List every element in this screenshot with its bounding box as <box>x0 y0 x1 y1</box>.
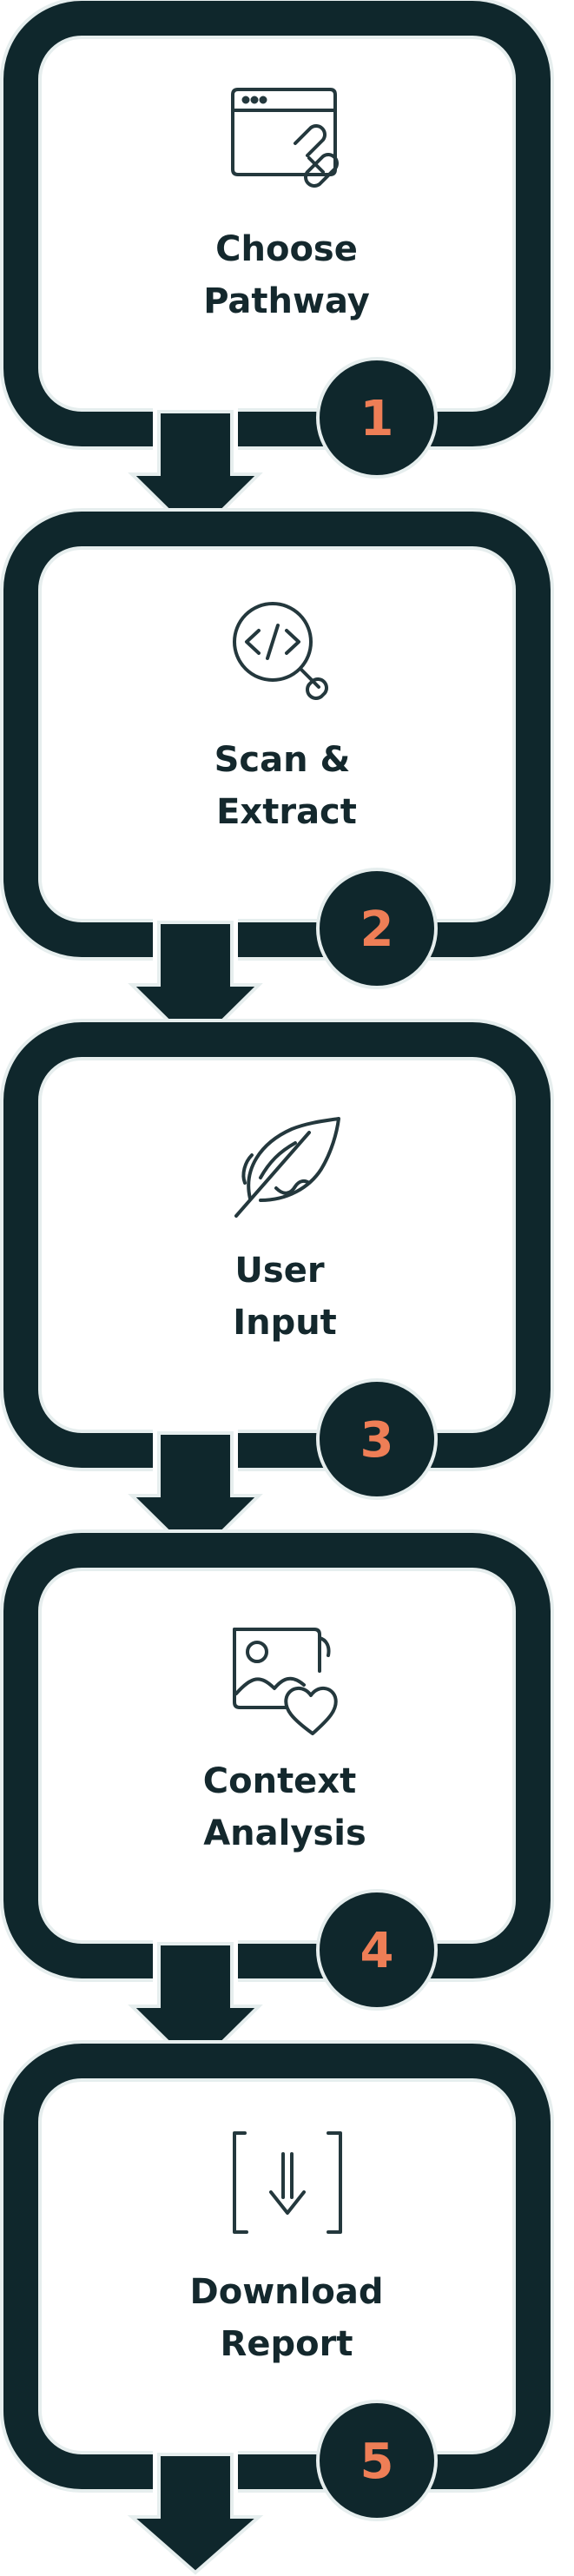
step-title-line1: Context <box>203 1761 356 1801</box>
connector-arrow <box>128 1431 263 1561</box>
step-frame <box>3 1533 551 1978</box>
step-frame <box>0 2040 554 2493</box>
step-2: Scan & Extract 2 <box>0 508 554 1050</box>
browser-link-icon <box>231 88 339 188</box>
step-title-line1: Download <box>190 2272 384 2312</box>
step-title-line1: User <box>234 1251 324 1291</box>
step-title-line2: Analysis <box>203 1813 366 1853</box>
step-title-line2: Extract <box>216 792 357 832</box>
step-frame <box>0 1019 554 1471</box>
step-title-line1: Choose <box>215 229 358 269</box>
step-frame <box>0 0 554 450</box>
step-4: Context Analysis 4 <box>0 1529 554 2071</box>
step-number-badge <box>316 357 438 479</box>
connector-arrow <box>128 1942 263 2071</box>
step-3: User Input 3 <box>0 1019 554 1561</box>
step-frame <box>0 1529 554 1982</box>
step-number-badge <box>316 868 438 989</box>
step-frame <box>3 1 551 446</box>
download-icon <box>233 2131 342 2234</box>
step-5: Download Report 5 <box>0 2040 554 2575</box>
step-number-badge <box>316 2400 438 2521</box>
step-title-line1: Scan & <box>214 740 351 780</box>
step-number: 4 <box>360 1923 394 1979</box>
step-frame <box>3 2044 551 2489</box>
step-number-badge <box>316 1889 438 2011</box>
step-number: 2 <box>360 902 394 958</box>
connector-arrow <box>128 921 263 1050</box>
step-frame <box>3 1022 551 1468</box>
code-search-icon <box>233 602 328 700</box>
step-title-line2: Pathway <box>203 281 370 321</box>
connector-arrow <box>128 410 263 539</box>
step-frame <box>3 512 551 957</box>
feather-quill-icon <box>234 1117 340 1218</box>
image-heart-icon <box>233 1628 338 1735</box>
step-number: 5 <box>360 2434 394 2490</box>
step-number-badge <box>316 1378 438 1500</box>
step-number: 3 <box>360 1412 394 1469</box>
step-title-line2: Input <box>233 1303 337 1343</box>
step-frame <box>0 508 554 961</box>
connector-arrow <box>127 2453 264 2575</box>
step-number: 1 <box>360 391 394 447</box>
step-title-line2: Report <box>221 2324 353 2364</box>
step-1: Choose Pathway 1 <box>0 0 554 539</box>
